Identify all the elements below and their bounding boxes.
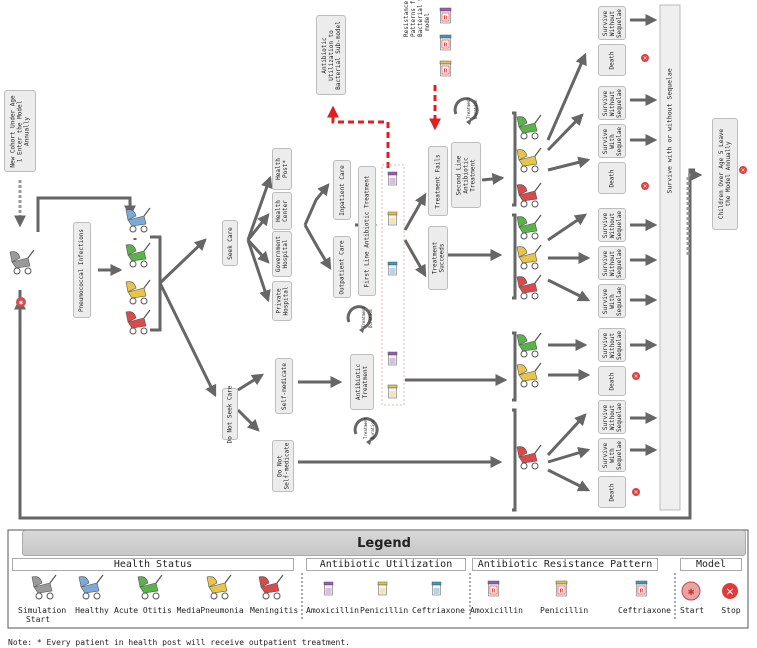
stop-icon <box>632 54 747 496</box>
death-node: Death <box>598 476 626 508</box>
survive-with-or-without-label: Survive with or without Sequelae <box>660 68 680 340</box>
death-node: Death <box>598 366 626 396</box>
svg-text:×: × <box>633 373 638 380</box>
legend-label: Ceftriaxone <box>412 606 465 615</box>
flow-arrows <box>14 14 695 520</box>
outpatient-care-node: Outpatient Care <box>333 236 351 298</box>
survive-with-sequelae-node: Survive With Sequelae <box>598 284 626 318</box>
resistance-patterns-label: Resistance Patterns from Bacterial Sub- … <box>403 0 431 37</box>
legend-label: Meningitis <box>250 606 299 615</box>
legend-model: Model <box>680 558 742 571</box>
legend-label: Acute Otitis Media <box>114 606 201 615</box>
self-medicate-node: Self-medicate <box>275 358 293 414</box>
seek-care-node: Seek Care <box>222 220 238 266</box>
death-node: Death <box>598 44 626 76</box>
treatment-succeeds-node: Treatment Succeeds <box>428 226 448 290</box>
treatment-fails-node: Treatment Fails <box>428 146 448 216</box>
legend-health-status: Health Status <box>12 558 294 571</box>
pneumococcal-infections-node: Pneumococcal Infections <box>73 222 91 318</box>
svg-text:×: × <box>642 183 647 190</box>
survive-without-sequelae-node: Survive Without Sequelae <box>598 246 626 280</box>
svg-text:✱: ✱ <box>19 299 24 307</box>
survive-without-sequelae-node: Survive Without Sequelae <box>598 400 626 434</box>
new-cohort-node: New Cohort Under Age 1 Enter the Model A… <box>4 90 36 172</box>
legend-label: Simulation Start <box>18 606 67 624</box>
survive-without-sequelae-node: Survive Without Sequelae <box>598 328 626 362</box>
footnote: Note: * Every patient in health post wil… <box>8 638 350 647</box>
legend-label: Healthy <box>75 606 109 615</box>
svg-text:×: × <box>740 167 745 174</box>
inpatient-care-node: Inpatient Care <box>333 160 351 220</box>
legend-label: Penicillin <box>360 606 409 615</box>
legend-label: Penicillin <box>540 606 589 615</box>
do-not-seek-care-node: Do Not Seek Care <box>222 385 238 443</box>
survive-with-sequelae-node: Survive With Sequelae <box>598 124 626 158</box>
legend-antibiotic-utilization: Antibiotic Utilization <box>306 558 466 571</box>
government-hospital-node: Government Hospital <box>272 231 292 277</box>
treatment-duration-label: Treatment Duration <box>363 417 375 439</box>
antibiotic-treatment-node: Antibiotic Treatment <box>350 354 374 410</box>
survive-without-sequelae-node: Survive Without Sequelae <box>598 208 626 242</box>
legend-resistance-pattern: Antibiotic Resistance Pattern <box>472 558 658 571</box>
svg-text:✱: ✱ <box>688 585 695 598</box>
survive-without-sequelae-node: Survive Without Sequelae <box>598 86 626 120</box>
svg-text:×: × <box>642 55 647 62</box>
private-hospital-node: Private Hospital <box>272 281 292 321</box>
death-node: Death <box>598 162 626 194</box>
legend-label: Amoxicillin <box>306 606 359 615</box>
legend-label: Start <box>680 606 705 615</box>
health-center-node: Health Center <box>272 192 292 230</box>
survive-without-sequelae-node: Survive Without Sequelae <box>598 6 626 40</box>
health-post-node: Health Post* <box>272 148 292 190</box>
legend-label: Ceftriaxone <box>618 606 671 615</box>
legend-label: Stop <box>721 606 741 615</box>
survive-with-sequelae-node: Survive With Sequelae <box>598 438 626 472</box>
first-line-treatment-node: First Line Antibiotic Treatment <box>358 166 376 296</box>
legend-label: Amoxicillin <box>470 606 523 615</box>
treatment-duration-label: Treatment Duration <box>361 306 373 328</box>
legend-label: Pneumonia <box>200 606 244 615</box>
svg-text:×: × <box>725 585 734 598</box>
second-line-treatment-node: Second Line Antibiotic Treatment <box>451 142 481 208</box>
legend-title: Legend <box>22 530 746 556</box>
svg-text:×: × <box>633 489 638 496</box>
children-leave-node: Children Over Age 5 Leave the Model Annu… <box>712 118 738 230</box>
treatment-duration-label: Treatment Duration <box>466 97 478 119</box>
do-not-self-medicate-node: Do Not Self-medicate <box>272 440 294 492</box>
antibiotic-utilization-node: Antibiotic Utilization to Bacterial Sub-… <box>316 15 346 95</box>
